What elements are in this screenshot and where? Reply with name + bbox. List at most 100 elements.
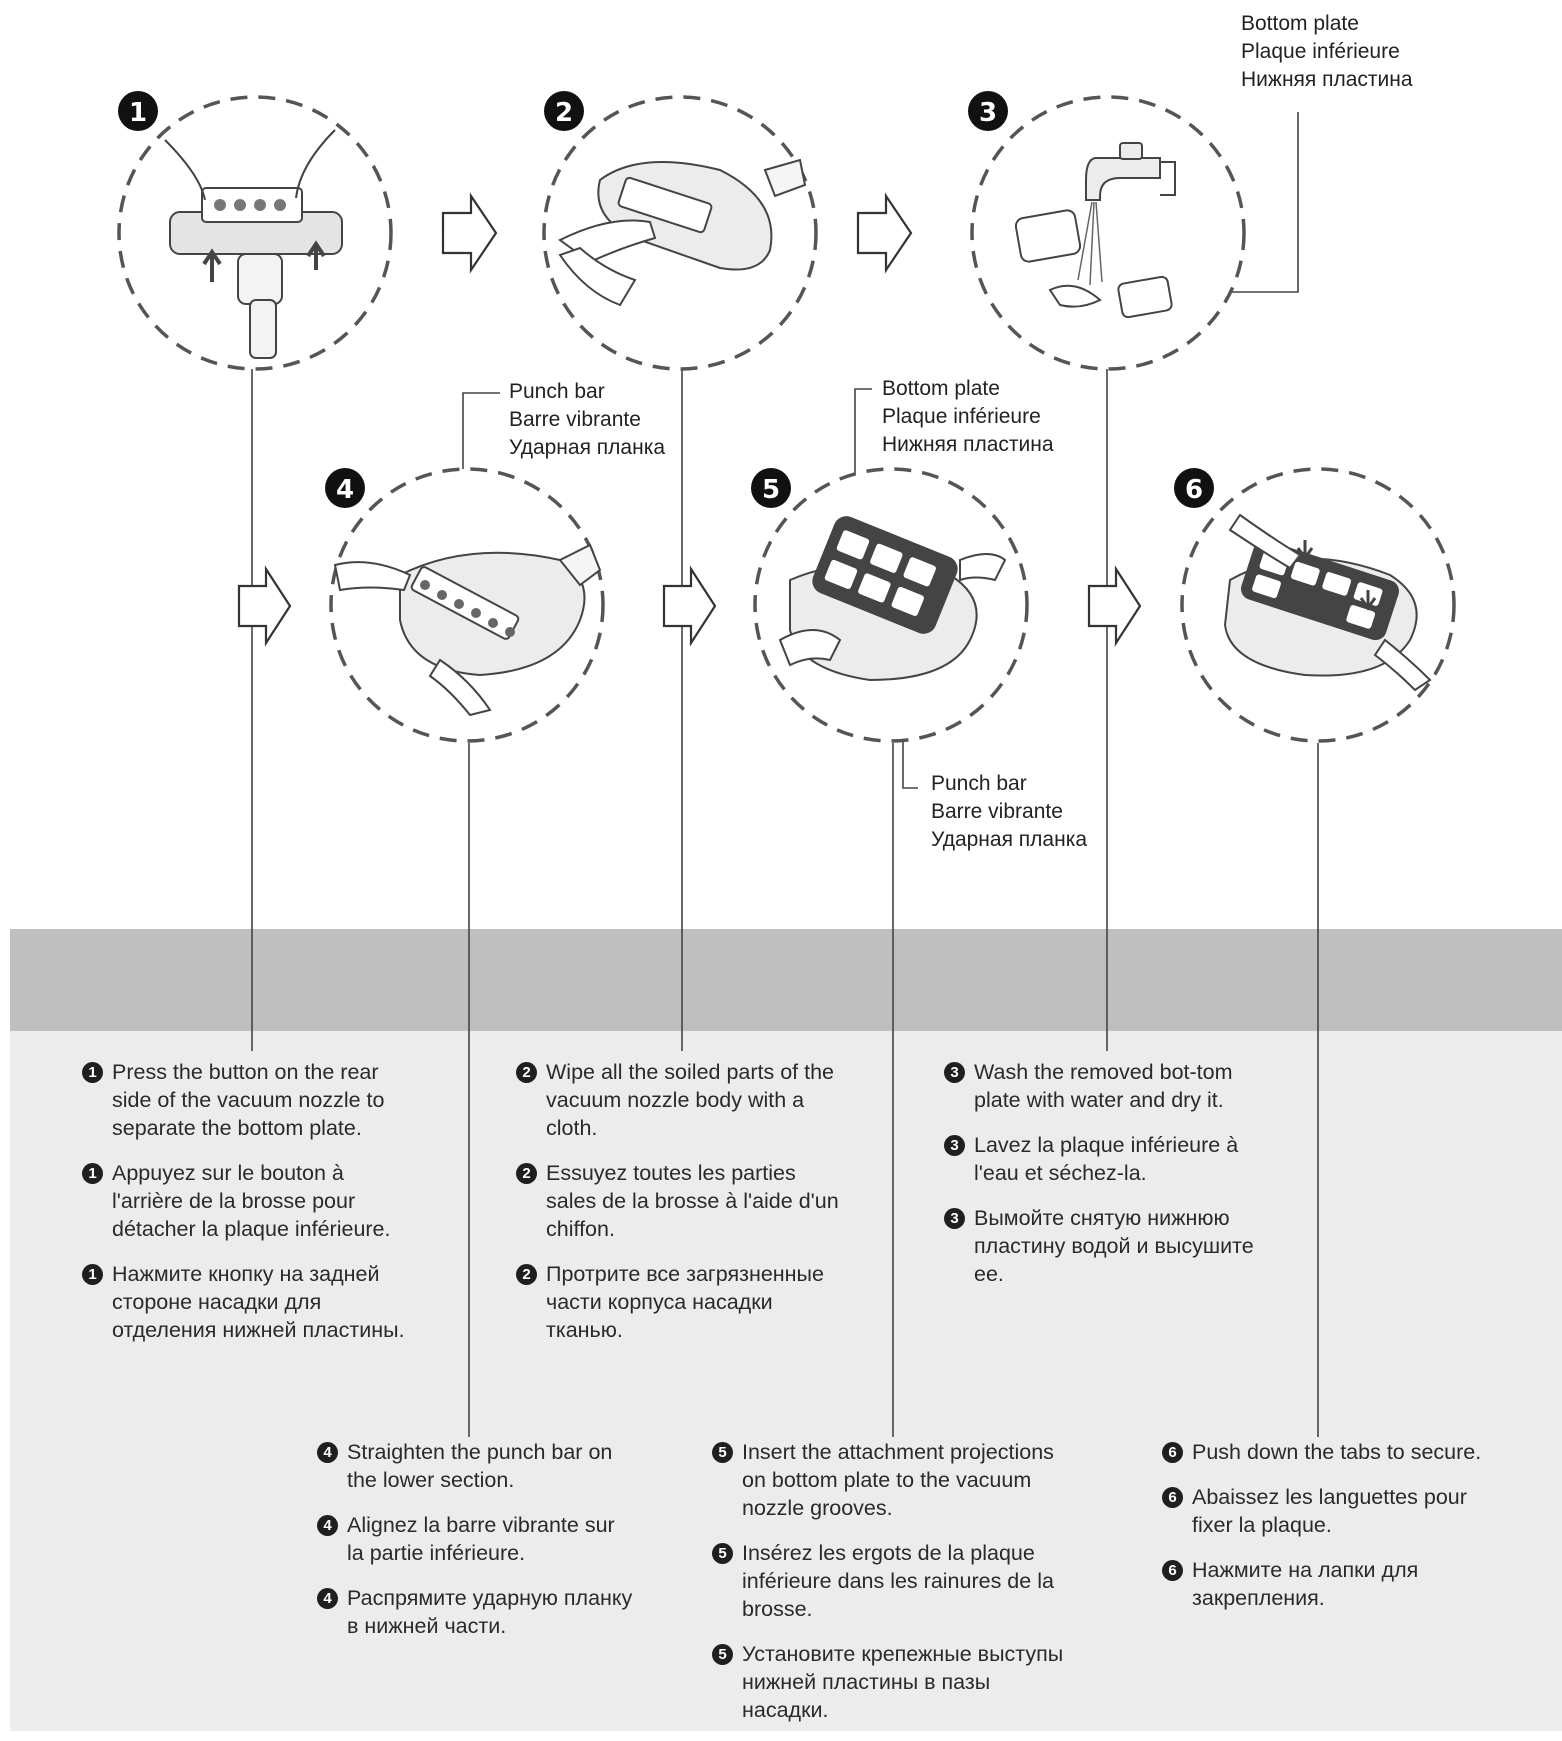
step-number-bullet: 6 bbox=[1162, 1487, 1183, 1508]
instruction-text: Straighten the punch bar on the lower se… bbox=[347, 1440, 613, 1492]
step-5-badge bbox=[751, 468, 791, 508]
step-3-badge bbox=[968, 91, 1008, 131]
svg-text:2: 2 bbox=[555, 98, 573, 128]
step-6-fr: 6 Abaissez les languettes pour fixer la p… bbox=[1162, 1483, 1492, 1539]
step-number-bullet: 3 bbox=[944, 1135, 965, 1156]
step-3-en: 3 Wash the removed bot-tom plate with wat… bbox=[944, 1058, 1274, 1114]
step-5-fr: 5 Insérez les ergots de la plaque inférie… bbox=[712, 1539, 1072, 1623]
step-4-instructions: 4 Straighten the punch bar on the lower s… bbox=[317, 1438, 637, 1657]
step-number-bullet: 2 bbox=[516, 1062, 537, 1083]
step-6-badge bbox=[1174, 468, 1214, 508]
instruction-text: Press the button on the rear side of the… bbox=[112, 1060, 385, 1140]
callout-fr: Plaque inférieure bbox=[1241, 40, 1400, 63]
step-badges: 1 2 3 4 5 6 bbox=[118, 91, 1214, 508]
instruction-text: Alignez la barre vibrante sur la partie … bbox=[347, 1513, 615, 1565]
svg-text:1: 1 bbox=[129, 98, 147, 128]
step-4-fr: 4 Alignez la barre vibrante sur la partie… bbox=[317, 1511, 637, 1567]
instruction-text: Insérez les ergots de la plaque inférieu… bbox=[742, 1541, 1054, 1621]
callout-punch-bar-step5: Punch bar Barre vibrante Ударная планка bbox=[931, 770, 1087, 854]
step-2-drawing bbox=[558, 158, 807, 307]
step-number-bullet: 3 bbox=[944, 1062, 965, 1083]
step-5-instructions: 5 Insert the attachment projections on bo… bbox=[712, 1438, 1072, 1741]
instruction-text: Essuyez toutes les parties sales de la b… bbox=[546, 1161, 839, 1241]
svg-text:5: 5 bbox=[762, 475, 780, 505]
step-4-drawing bbox=[333, 543, 602, 717]
instruction-text: Insert the attachment projections on bot… bbox=[742, 1440, 1054, 1520]
step-number-bullet: 2 bbox=[516, 1163, 537, 1184]
step-6-en: 6 Push down the tabs to secure. bbox=[1162, 1438, 1492, 1466]
callout-bottom-plate-step3: Bottom plate Plaque inférieure Нижняя пл… bbox=[1241, 10, 1413, 94]
step-number-bullet: 1 bbox=[82, 1264, 103, 1285]
step-number-bullet: 5 bbox=[712, 1644, 733, 1665]
step-1-en: 1 Press the button on the rear side of th… bbox=[82, 1058, 412, 1142]
step-5-ru: 5 Установите крепежные выступы нижней пла… bbox=[712, 1640, 1072, 1724]
step-6-ru: 6 Нажмите на лапки для закрепления. bbox=[1162, 1556, 1492, 1612]
gray-band bbox=[10, 929, 1562, 1031]
arrow-2-to-3 bbox=[856, 192, 913, 274]
step-6-drawing bbox=[1223, 513, 1432, 692]
step-3-ru: 3 Вымойте снятую нижнюю пластину водой и … bbox=[944, 1204, 1274, 1288]
step-1-ru: 1 Нажмите кнопку на задней стороне насадк… bbox=[82, 1260, 412, 1344]
instruction-text: Протрите все загрязненные части корпуса … bbox=[546, 1262, 824, 1342]
callout-en: Punch bar bbox=[931, 772, 1027, 795]
instruction-text: Вымойте снятую нижнюю пластину водой и в… bbox=[974, 1206, 1254, 1286]
instruction-text: Push down the tabs to secure. bbox=[1192, 1440, 1482, 1464]
step-number-bullet: 6 bbox=[1162, 1442, 1183, 1463]
instruction-text: Appuyez sur le bouton à l'arrière de la … bbox=[112, 1161, 391, 1241]
step-number-bullet: 1 bbox=[82, 1062, 103, 1083]
step-number-bullet: 4 bbox=[317, 1442, 338, 1463]
step-1-badge bbox=[118, 91, 158, 131]
instruction-text: Установите крепежные выступы нижней плас… bbox=[742, 1642, 1064, 1722]
step-1-instructions: 1 Press the button on the rear side of th… bbox=[82, 1058, 412, 1361]
step-number-bullet: 5 bbox=[712, 1442, 733, 1463]
instruction-text: Нажмите на лапки для закрепления. bbox=[1192, 1558, 1419, 1610]
callout-bottom-plate-step5: Bottom plate Plaque inférieure Нижняя пл… bbox=[882, 375, 1054, 459]
arrow-1-to-2 bbox=[441, 192, 498, 274]
callout-fr: Barre vibrante bbox=[931, 800, 1063, 823]
step-number-bullet: 2 bbox=[516, 1264, 537, 1285]
callout-ru: Ударная планка bbox=[931, 828, 1088, 851]
svg-text:3: 3 bbox=[979, 98, 997, 128]
callout-ru: Нижняя пластина bbox=[882, 433, 1054, 456]
step-number-bullet: 1 bbox=[82, 1163, 103, 1184]
step-2-badge bbox=[544, 91, 584, 131]
callout-punch-bar-step4: Punch bar Barre vibrante Ударная планка bbox=[509, 378, 665, 462]
step-1-fr: 1 Appuyez sur le bouton à l'arrière de la… bbox=[82, 1159, 412, 1243]
callout-fr: Plaque inférieure bbox=[882, 405, 1041, 428]
step-4-ru: 4 Распрямите ударную планку в нижней част… bbox=[317, 1584, 637, 1640]
step-4-badge bbox=[325, 468, 365, 508]
step-5-drawing bbox=[778, 516, 1007, 682]
step-number-bullet: 4 bbox=[317, 1515, 338, 1536]
step-number-bullet: 5 bbox=[712, 1543, 733, 1564]
step-number-bullet: 3 bbox=[944, 1208, 965, 1229]
step-2-fr: 2 Essuyez toutes les parties sales de la … bbox=[516, 1159, 846, 1243]
svg-text:4: 4 bbox=[336, 475, 354, 505]
step-3-instructions: 3 Wash the removed bot-tom plate with wat… bbox=[944, 1058, 1274, 1305]
callout-en: Bottom plate bbox=[882, 377, 1000, 400]
arrow-4-to-5 bbox=[662, 565, 717, 647]
step-number-bullet: 6 bbox=[1162, 1560, 1183, 1581]
instruction-text: Lavez la plaque inférieure à l'eau et sé… bbox=[974, 1133, 1239, 1185]
step-3-fr: 3 Lavez la plaque inférieure à l'eau et s… bbox=[944, 1131, 1274, 1187]
instruction-text: Wash the removed bot-tom plate with wate… bbox=[974, 1060, 1233, 1112]
instruction-text: Распрямите ударную планку в нижней части… bbox=[347, 1586, 633, 1638]
instruction-text: Нажмите кнопку на задней стороне насадки… bbox=[112, 1262, 405, 1342]
callout-ru: Нижняя пластина bbox=[1241, 68, 1413, 91]
step-2-ru: 2 Протрите все загрязненные части корпуса… bbox=[516, 1260, 846, 1344]
step-3-drawing bbox=[1014, 142, 1176, 319]
callout-fr: Barre vibrante bbox=[509, 408, 641, 431]
instruction-text: Abaissez les languettes pour fixer la pl… bbox=[1192, 1485, 1467, 1537]
callout-en: Bottom plate bbox=[1241, 12, 1359, 35]
arrow-5-to-6 bbox=[1087, 565, 1142, 647]
instructions-background bbox=[10, 1031, 1562, 1731]
svg-text:6: 6 bbox=[1185, 475, 1203, 505]
step-4-en: 4 Straighten the punch bar on the lower s… bbox=[317, 1438, 637, 1494]
step-3-illustration-circle bbox=[970, 95, 1246, 371]
step-1-drawing bbox=[164, 129, 343, 359]
step-number-bullet: 4 bbox=[317, 1588, 338, 1609]
step-5-en: 5 Insert the attachment projections on bo… bbox=[712, 1438, 1072, 1522]
callout-en: Punch bar bbox=[509, 380, 605, 403]
